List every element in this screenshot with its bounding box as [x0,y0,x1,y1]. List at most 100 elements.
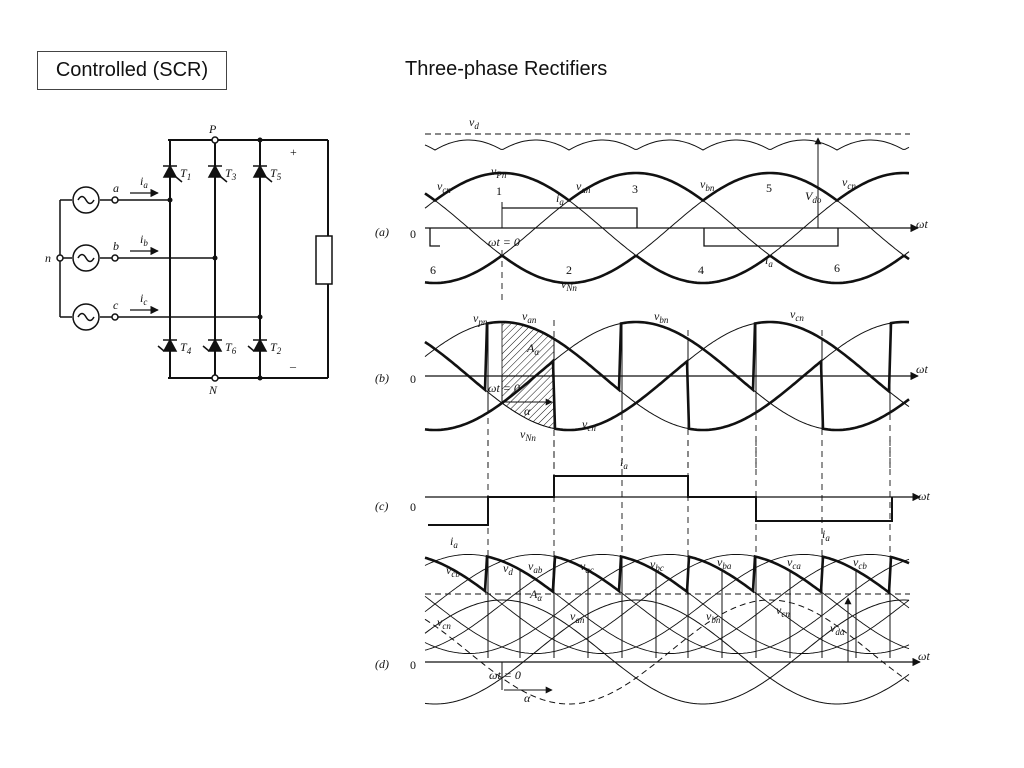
panel-a-labels: (a) 0 vd vPn vcn van vbn vcn Vdo ia ia v… [375,115,928,293]
panel-d-wt0: ωt = 0 [489,668,521,682]
panel-a-ia-pulse-neg [703,228,839,247]
panel-d-vd: vd [503,561,513,577]
label-neutral: n [45,251,51,265]
circuit-diagram [59,139,333,379]
ac-sources [56,136,219,382]
panel-b-zero: 0 [410,372,416,386]
panel-c-ia3: ia [822,527,830,543]
panel-b-tag: (b) [375,371,389,385]
panel-b-vpn: vpn [473,311,488,327]
panel-b-van: van [522,309,537,325]
panel-d-vca: vca [787,555,801,571]
panel-a-vd-ripple [424,139,910,151]
panel-d-phase-wave-0 [424,599,910,705]
panel-d-envelope-vd [424,554,910,595]
thyristor-t1-icon [162,164,183,183]
panel-b-alpha: α [524,404,531,418]
thyristors [157,164,273,352]
panel-a-wt0: ωt = 0 [488,235,520,249]
panel-d-van: van [570,609,585,625]
panel-a-num1: 1 [496,184,502,198]
label-t5: T5 [270,166,282,182]
thyristor-t5-icon [252,164,273,183]
label-plus: + [290,145,297,159]
node-p-terminal [211,136,219,144]
panel-d-phase-wave-1 [424,599,910,705]
panel-a-num3: 3 [632,182,638,196]
label-t1: T1 [180,166,191,182]
panel-d-line-wave-4 [424,554,910,654]
label-ic: ic [140,291,147,307]
panel-d-zero: 0 [410,658,416,672]
label-phase-c: c [113,298,119,312]
panel-a-vnn: vNn [561,277,577,293]
panel-d-vcn-left: vcn [437,615,451,631]
slide-title-box: Controlled (SCR) [37,51,227,90]
panel-b-wt0: ωt = 0 [488,381,520,395]
label-node-n: N [208,383,218,397]
panel-d-wt: ωt [918,649,930,663]
panel-a-van: van [576,179,591,195]
terminal-a [111,196,119,204]
panel-d-vac: vac [580,559,594,575]
thyristor-t3-icon [207,164,228,183]
terminal-b [111,254,119,262]
panel-a-ia-top: ia [556,191,564,207]
panel-a-num6a: 6 [430,263,436,277]
panel-c-wt: ωt [918,489,930,503]
panel-c-tag: (c) [375,499,388,513]
load-resistor [315,235,333,285]
panel-a-vdo: Vdo [805,189,822,205]
panel-d-phase-wave-2 [424,599,910,705]
panel-d-vcn-right: vcn [776,603,790,619]
panel-a-vcn-left: vcn [437,179,451,195]
panel-a-num4: 4 [698,263,704,277]
panel-b-vcn-top: vcn [790,307,804,323]
panel-d-labels: (d) 0 vcb vd vab vac vbc vba vca vcb vcn… [375,555,930,705]
thyristor-t6-icon [202,338,223,352]
panel-d-vbc: vbc [650,557,664,573]
panel-b-labels: (b) 0 vpn van vbn vcn Aα ωt = 0 α vcn vN… [375,307,928,443]
panel-d-tag: (d) [375,657,389,671]
slide-heading: Three-phase Rectifiers [405,58,608,80]
panel-a-vd: vd [469,115,479,131]
node-n-terminal [211,374,219,382]
panel-d-line-wave-3 [424,554,910,654]
label-ib: ib [140,232,148,248]
panel-c-zero: 0 [410,500,416,514]
label-t2: T2 [270,340,282,356]
panel-a-ia-pulse-pos [502,207,638,228]
panel-a-num6b: 6 [834,261,840,275]
waveform-panels [424,133,921,705]
panel-b-vbn: vbn [654,309,669,325]
label-t3: T3 [225,166,237,182]
panel-b-helper [425,322,909,349]
panel-d-vcb1: vcb [446,563,460,579]
panel-b-wt: ωt [916,362,928,376]
terminal-c [111,313,119,321]
panel-a-ia-bottom: ia [765,253,773,269]
thyristor-t2-icon [247,338,268,352]
panel-a-zero: 0 [410,227,416,241]
panel-a-envelope-vnn [424,254,910,285]
panel-d-vab: vab [528,559,543,575]
panel-a-vbn: vbn [700,177,715,193]
panel-b-area: Aα [526,341,539,357]
junction-dots [167,137,263,381]
panel-d-area: Aα [529,587,542,603]
panel-a-envelope-vpn [424,171,910,203]
panel-b-vnn: vNn [520,427,536,443]
label-ia: ia [140,174,148,190]
panel-d-alpha: α [524,691,531,705]
panel-b-envelope-vnn [424,358,910,432]
panel-a-num5: 5 [766,181,772,195]
panel-d-vba: vba [717,555,732,571]
label-node-p: P [208,122,217,136]
panel-a-vcn-right: vcn [842,175,856,191]
panel-a-tag: (a) [375,225,389,239]
panel-c-ia1: ia [450,534,458,550]
label-phase-a: a [113,181,119,195]
panel-d-vcb2: vcb [853,555,867,571]
label-t4: T4 [180,340,192,356]
